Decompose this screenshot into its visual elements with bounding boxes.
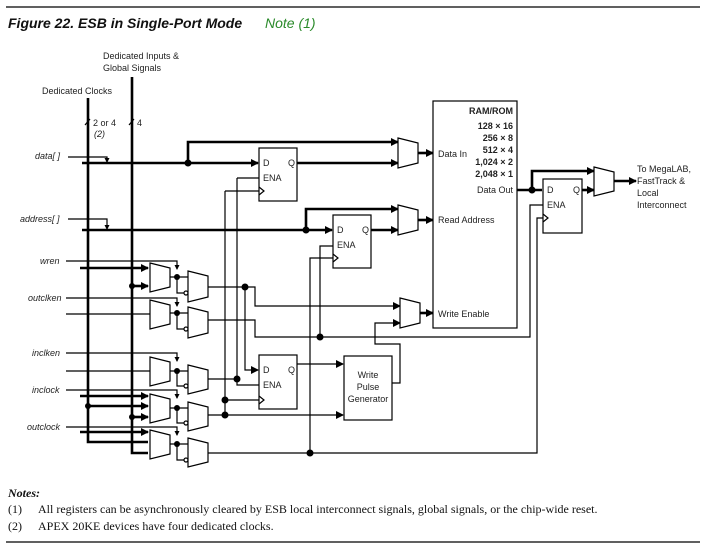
data-path xyxy=(68,138,637,317)
label-clock-width: 2 or 4 xyxy=(93,118,116,128)
ram-config: 256 × 8 xyxy=(483,133,513,143)
svg-text:Q: Q xyxy=(288,158,295,168)
register-address: D Q ENA xyxy=(332,214,372,269)
svg-text:Write: Write xyxy=(358,370,379,380)
label-clock-note: (2) xyxy=(94,129,105,139)
multiplexers xyxy=(149,137,615,468)
svg-text:ENA: ENA xyxy=(337,240,356,250)
buses xyxy=(84,77,149,455)
svg-text:Pulse: Pulse xyxy=(357,382,380,392)
signal-outclken: outclken xyxy=(28,293,62,303)
svg-text:Local: Local xyxy=(637,188,659,198)
note-num: (1) xyxy=(8,502,22,516)
ram-config: 512 × 4 xyxy=(483,145,513,155)
svg-text:ENA: ENA xyxy=(263,173,282,183)
label-dedicated-inputs: Dedicated Inputs & xyxy=(103,51,179,61)
svg-text:FastTrack &: FastTrack & xyxy=(637,176,685,186)
register-data: D Q ENA xyxy=(258,147,298,202)
signal-inclken: inclken xyxy=(32,348,60,358)
label-inputs-width: 4 xyxy=(137,118,142,128)
port-write-enable: Write Enable xyxy=(438,309,489,319)
svg-text:Q: Q xyxy=(288,365,295,375)
register-write-enable: D Q ENA xyxy=(258,354,298,410)
notes-heading: Notes: xyxy=(7,486,40,500)
svg-text:D: D xyxy=(547,185,554,195)
ram-config: 128 × 16 xyxy=(478,121,513,131)
svg-text:Q: Q xyxy=(573,185,580,195)
signal-inclock: inclock xyxy=(32,385,60,395)
signal-wren: wren xyxy=(40,256,60,266)
svg-text:D: D xyxy=(263,158,270,168)
signal-outclock: outclock xyxy=(27,422,61,432)
note-ref: Note (1) xyxy=(265,15,316,31)
notes: Notes: (1) All registers can be asynchro… xyxy=(7,486,598,533)
register-output: D Q ENA xyxy=(542,178,583,234)
svg-text:Interconnect: Interconnect xyxy=(637,200,687,210)
signal-address: address[ ] xyxy=(20,214,60,224)
svg-text:Q: Q xyxy=(362,225,369,235)
svg-text:Generator: Generator xyxy=(348,394,389,404)
svg-text:D: D xyxy=(263,365,270,375)
port-read-address: Read Address xyxy=(438,215,495,225)
port-data-in: Data In xyxy=(438,149,467,159)
svg-text:ENA: ENA xyxy=(547,200,566,210)
write-pulse-generator: Write Pulse Generator xyxy=(343,355,393,421)
note-text: All registers can be asynchronously clea… xyxy=(38,502,598,516)
label-dedicated-clocks: Dedicated Clocks xyxy=(42,86,113,96)
svg-text:D: D xyxy=(337,225,344,235)
port-data-out: Data Out xyxy=(477,185,514,195)
ram-config: 2,048 × 1 xyxy=(475,169,513,179)
signal-data: data[ ] xyxy=(35,151,61,161)
control-logic xyxy=(66,177,543,463)
figure-title: Figure 22. ESB in Single-Port Mode xyxy=(8,15,242,31)
ram-title: RAM/ROM xyxy=(469,106,513,116)
ram-config: 1,024 × 2 xyxy=(475,157,513,167)
note-text: APEX 20KE devices have four dedicated cl… xyxy=(38,519,274,533)
output-destination: To MegaLAB, FastTrack & Local Interconne… xyxy=(637,164,691,210)
ram-rom-block: RAM/ROM 128 × 16 256 × 8 512 × 4 1,024 ×… xyxy=(432,100,518,329)
label-global-signals: Global Signals xyxy=(103,63,162,73)
note-num: (2) xyxy=(8,519,22,533)
svg-text:To MegaLAB,: To MegaLAB, xyxy=(637,164,691,174)
svg-text:ENA: ENA xyxy=(263,380,282,390)
